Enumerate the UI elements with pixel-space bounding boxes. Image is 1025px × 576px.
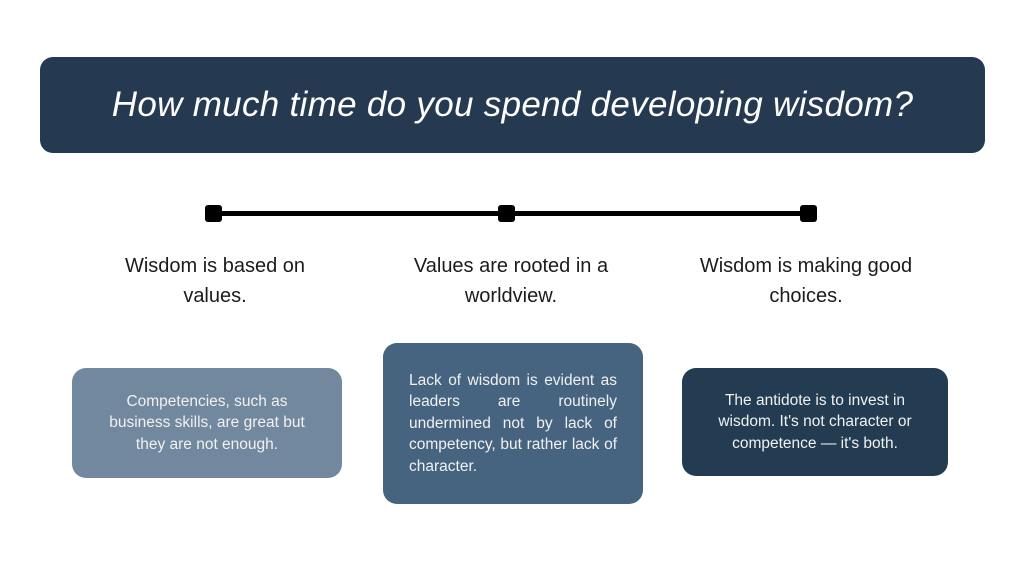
- milestone-label-2: Values are rooted in a worldview.: [413, 255, 609, 307]
- timeline-marker-1: [205, 205, 222, 222]
- note-text-3: The antidote is to invest in wisdom. It'…: [718, 391, 912, 452]
- milestone-label-3: Wisdom is making good choices.: [699, 255, 913, 307]
- note-card-3: The antidote is to invest in wisdom. It'…: [682, 368, 948, 476]
- milestone-label-1: Wisdom is based on values.: [124, 255, 306, 307]
- timeline-marker-3: [800, 205, 817, 222]
- note-card-2: Lack of wisdom is evident as leaders are…: [383, 343, 643, 504]
- note-card-1: Competencies, such as business skills, a…: [72, 368, 342, 478]
- timeline-marker-2: [498, 205, 515, 222]
- note-text-2: Lack of wisdom is evident as leaders are…: [409, 371, 617, 475]
- slide-title: How much time do you spend developing wi…: [111, 85, 914, 124]
- note-text-1: Competencies, such as business skills, a…: [109, 392, 305, 453]
- header-banner: How much time do you spend developing wi…: [40, 57, 985, 153]
